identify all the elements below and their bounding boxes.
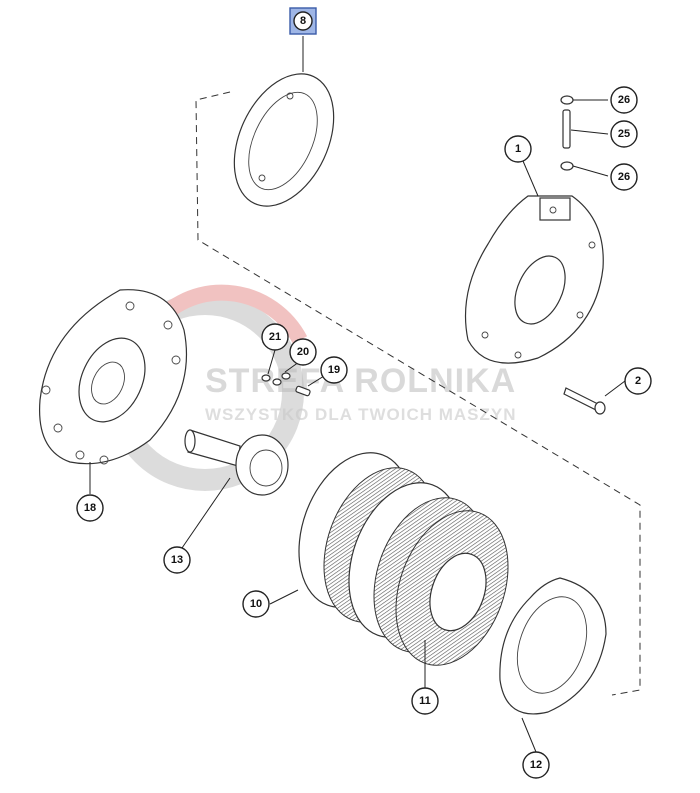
part-2-bolt bbox=[563, 387, 606, 415]
callout-1-label: 1 bbox=[515, 143, 521, 155]
callout-8-label: 8 bbox=[300, 15, 306, 27]
watermark-subtitle: WSZYSTKO DLA TWOICH MASZYN bbox=[205, 405, 517, 424]
callout-20[interactable]: 20 bbox=[289, 338, 317, 366]
callout-21[interactable]: 21 bbox=[261, 323, 289, 351]
part-26-25-26-bolt bbox=[560, 95, 574, 171]
callout-2[interactable]: 2 bbox=[624, 367, 652, 395]
callout-13-label: 13 bbox=[171, 554, 183, 566]
callout-26-bottom[interactable]: 26 bbox=[610, 163, 638, 191]
callout-1[interactable]: 1 bbox=[504, 135, 532, 163]
callout-12[interactable]: 12 bbox=[522, 751, 550, 779]
callout-26-top[interactable]: 26 bbox=[610, 86, 638, 114]
callout-26-bottom-label: 26 bbox=[618, 171, 630, 183]
leader-lines bbox=[89, 36, 626, 753]
callout-11[interactable]: 11 bbox=[411, 687, 439, 715]
callout-10[interactable]: 10 bbox=[242, 590, 270, 618]
watermark: STREFA ROLNIKA WSZYSTKO DLA TWOICH MASZY… bbox=[106, 284, 517, 491]
callout-19[interactable]: 19 bbox=[320, 356, 348, 384]
callout-13[interactable]: 13 bbox=[163, 546, 191, 574]
watermark-title: STREFA ROLNIKA bbox=[205, 362, 516, 400]
part-11-friction-discs bbox=[323, 467, 509, 666]
part-1-housing-cover bbox=[464, 195, 604, 364]
part-13-splined-shaft bbox=[184, 429, 289, 496]
callout-8[interactable]: 8 bbox=[289, 7, 317, 35]
callout-2-label: 2 bbox=[635, 375, 641, 387]
callout-12-label: 12 bbox=[530, 759, 542, 771]
part-12-separator-plate bbox=[499, 577, 607, 715]
callout-25-label: 25 bbox=[618, 128, 630, 140]
callout-20-label: 20 bbox=[297, 346, 309, 358]
callout-21-label: 21 bbox=[269, 331, 281, 343]
part-21-20-19-small-parts bbox=[261, 372, 311, 397]
assembly-outline-dashed bbox=[195, 91, 641, 696]
callout-10-label: 10 bbox=[250, 598, 262, 610]
callout-25[interactable]: 25 bbox=[610, 120, 638, 148]
callout-19-label: 19 bbox=[328, 364, 340, 376]
part-8-washer bbox=[233, 73, 335, 207]
callout-11-label: 11 bbox=[419, 695, 431, 707]
callout-18[interactable]: 18 bbox=[76, 494, 104, 522]
part-18-brake-housing bbox=[38, 289, 187, 465]
callout-26-top-label: 26 bbox=[618, 94, 630, 106]
callout-18-label: 18 bbox=[84, 502, 96, 514]
